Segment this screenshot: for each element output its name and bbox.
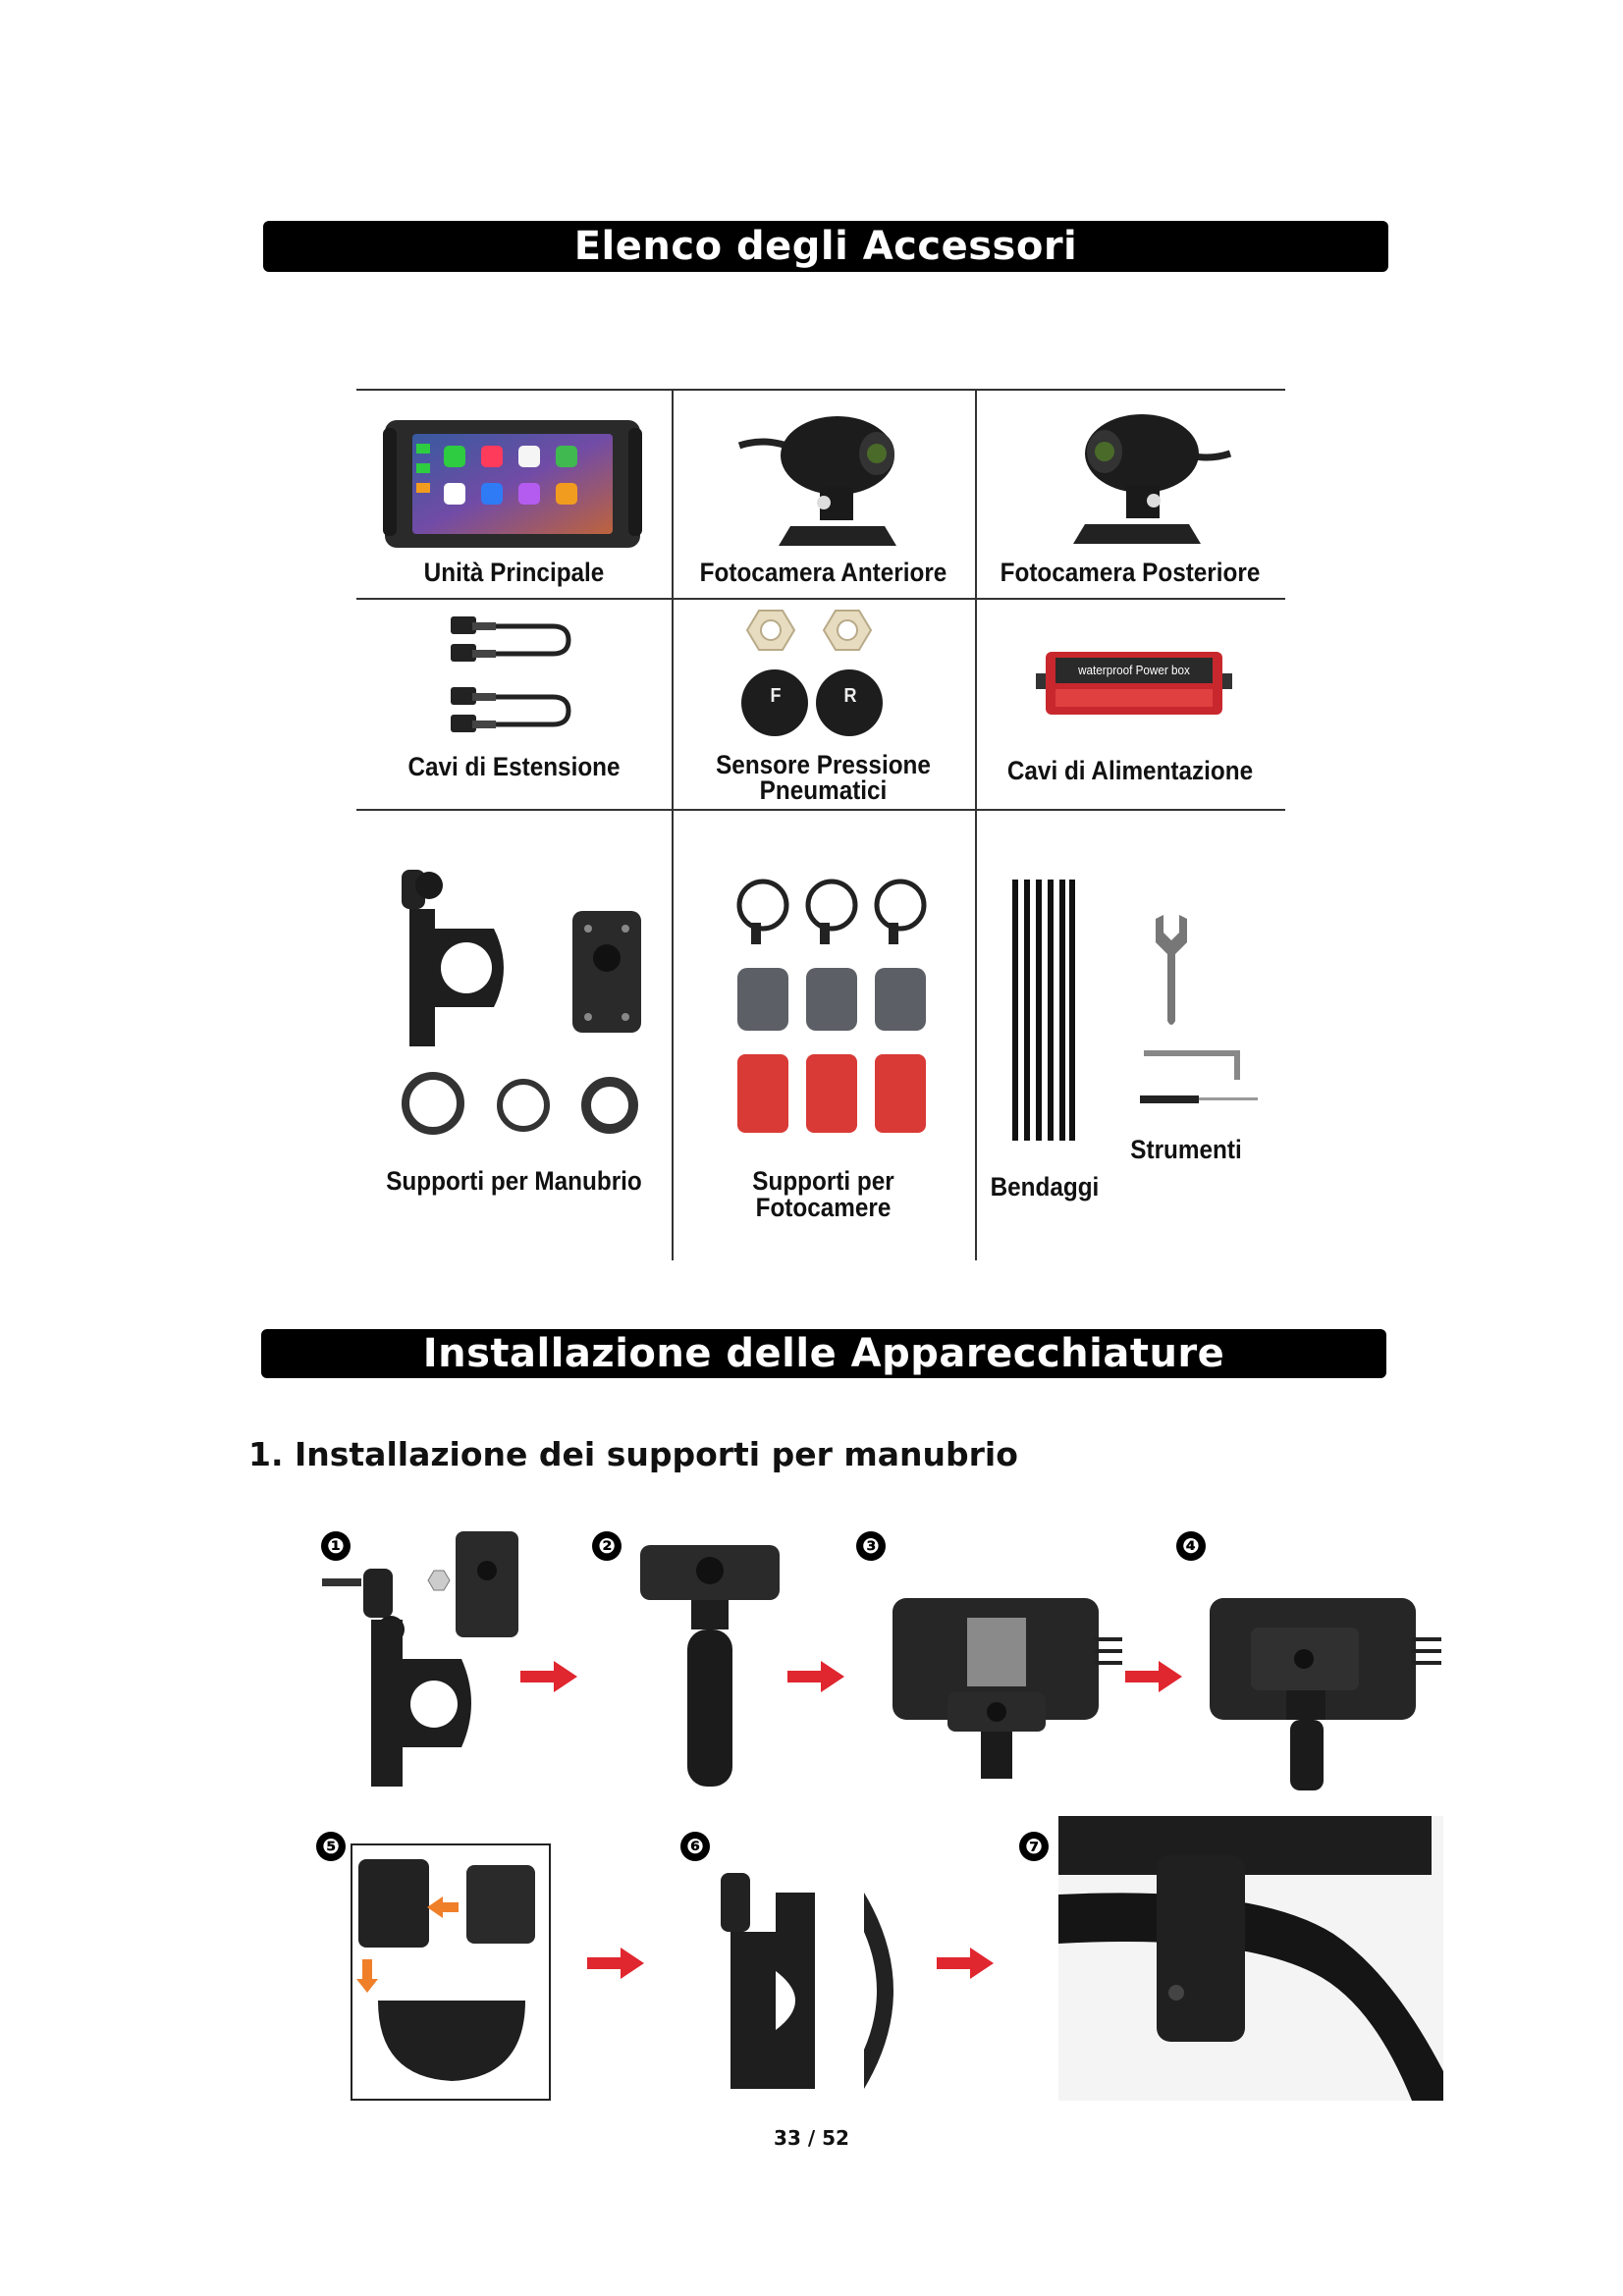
step-arrow-icon [520,1661,577,1692]
step-3-screen-back-image [893,1598,1122,1779]
step-5-clamp-frame [351,1843,551,2101]
main-unit-screen-icon [383,420,642,548]
accessory-label: Cavi di Estensione [407,752,621,781]
accessories-table: Unità Principale Fotocamera Anteriore Fo… [356,389,1285,1260]
table-rule [356,598,1285,600]
accessory-label-line2: Pneumatici [759,775,888,805]
step-number-3: ❸ [856,1531,886,1561]
step-2-assembled-mount-image [640,1545,780,1787]
accessory-label: Supporti per Fotocamere [752,1166,894,1222]
page-number: 33 / 52 [774,2126,849,2150]
step-1-mount-parts-image [322,1531,518,1787]
accessory-label-line1: Sensore Pressione [716,750,931,779]
rear-camera-icon [1073,414,1232,544]
accessory-label: Fotocamera Anteriore [699,558,947,587]
step-5-clamp-assembly-image [356,1859,535,2081]
step-arrow-icon [937,1948,994,1979]
step-arrow-icon [587,1948,644,1979]
accessory-label: Cavi di Alimentazione [1006,756,1254,785]
banner-title: Elenco degli Accessori [573,224,1078,269]
extension-cables-icon [451,616,571,732]
step-4-screen-on-mount-image [1210,1598,1441,1790]
accessory-label: Supporti per Manubrio [386,1166,642,1196]
step-number-5: ❺ [316,1832,346,1861]
step-arrow-icon [1125,1661,1182,1692]
step-number-7: ❼ [1019,1832,1049,1861]
power-box-text: waterproof Power box [1078,663,1190,677]
handlebar-mounts-icon [402,870,641,1135]
accessory-label: Unità Principale [423,558,605,587]
banner-title: Installazione delle Apparecchiature [422,1331,1225,1376]
sensor-letter-rear: R [843,685,857,707]
subsection-heading: 1. Installazione dei supporti per manubr… [248,1435,1018,1473]
step-arrow-icon [787,1661,844,1692]
tire-pressure-sensors-icon [741,610,883,736]
step-6-clamp-halves-image [721,1873,893,2089]
step-number-6: ❻ [680,1832,710,1861]
table-divider [975,389,977,1260]
step-number-1: ❶ [321,1531,351,1561]
tools-icon [1140,915,1258,1103]
accessory-label: Strumenti [1130,1135,1242,1164]
section-banner-installation: Installazione delle Apparecchiature [261,1329,1386,1378]
table-rule [356,809,1285,811]
table-divider [672,389,674,1260]
camera-mounts-icon [736,879,927,1133]
table-rule [356,389,1285,391]
accessory-label: Bendaggi [990,1172,1100,1201]
accessory-label: Fotocamera Posteriore [1000,558,1261,587]
section-banner-accessories: Elenco degli Accessori [263,221,1388,272]
sensor-letter-front: F [770,685,782,707]
step-7-mounted-on-handlebar-image [1058,1816,1443,2101]
step-number-4: ❹ [1176,1531,1206,1561]
cable-ties-icon [1012,880,1075,1141]
step-number-2: ❷ [592,1531,622,1561]
front-camera-icon [737,416,896,546]
power-box-icon [1036,652,1232,715]
